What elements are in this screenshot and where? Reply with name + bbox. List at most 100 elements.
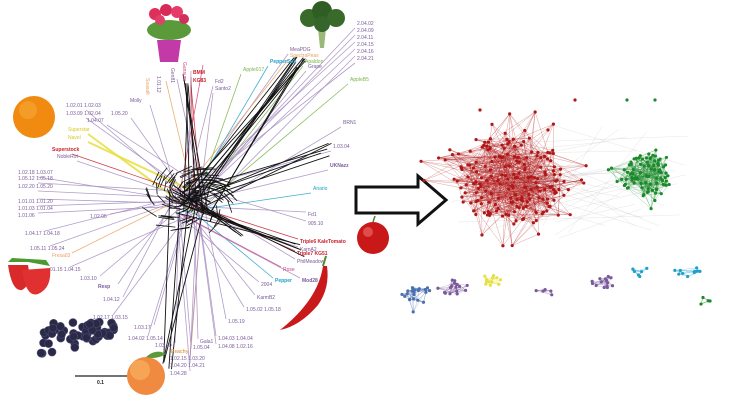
network-node — [479, 185, 482, 188]
network-node — [595, 284, 598, 287]
tree-label: 1.04.02 1.05.14 — [128, 336, 163, 342]
network-node — [607, 275, 610, 278]
network-node — [487, 210, 490, 213]
network-node — [664, 171, 667, 174]
network-edge — [559, 209, 641, 238]
network-node — [653, 159, 656, 162]
network-node — [537, 196, 540, 199]
network-node — [610, 167, 613, 170]
tree-label: Molly — [130, 98, 142, 104]
network-node — [541, 197, 544, 200]
network-node — [462, 200, 465, 203]
network-node — [553, 173, 556, 176]
network-node — [456, 179, 459, 182]
network-node — [609, 276, 612, 279]
network-node — [535, 219, 538, 222]
network-node — [580, 178, 583, 181]
network-node — [523, 129, 526, 132]
tree-label: KarnA2 — [300, 247, 317, 253]
network-node — [600, 280, 603, 283]
network-node — [528, 137, 531, 140]
network-node — [460, 166, 463, 169]
tree-label: 1.04.12 — [103, 297, 120, 303]
tree-label: Fd2 — [215, 79, 224, 85]
network-node — [476, 199, 479, 202]
network-node — [474, 213, 477, 216]
grape — [110, 324, 118, 332]
network-node — [475, 161, 478, 164]
network-node — [480, 233, 483, 236]
network-node — [436, 287, 439, 290]
network-node — [522, 207, 525, 210]
network-node — [503, 147, 506, 150]
network-node — [607, 168, 610, 171]
network-node — [466, 175, 469, 178]
network-node — [543, 188, 546, 191]
network-node — [505, 138, 508, 141]
network-node — [546, 157, 549, 160]
tree-label: 1.04.08 1.02.16 — [218, 344, 253, 350]
network-node — [466, 163, 469, 166]
network-node — [453, 178, 456, 181]
network-node — [549, 159, 552, 162]
network-node — [649, 167, 652, 170]
tree-label: 905.10 — [308, 221, 324, 227]
network-node — [642, 194, 645, 197]
network-node — [555, 178, 558, 181]
network-node — [474, 180, 477, 183]
network-nodes — [400, 98, 711, 313]
tree-label: 1.03.09 1.02.04 — [66, 111, 101, 117]
network-node — [466, 284, 469, 287]
network-node — [475, 191, 478, 194]
network-node — [547, 205, 550, 208]
network-node — [514, 193, 517, 196]
network-node — [496, 178, 499, 181]
grape — [71, 343, 79, 351]
network-node — [504, 132, 507, 135]
network-node — [454, 286, 457, 289]
network-node — [509, 197, 512, 200]
network-node — [499, 182, 502, 185]
network-node — [523, 163, 526, 166]
network-node — [424, 291, 427, 294]
network-node — [496, 207, 499, 210]
tree-core-branch — [184, 83, 188, 211]
grape — [58, 330, 66, 338]
grapes-icon — [37, 318, 118, 357]
network-node — [507, 187, 510, 190]
network-node — [514, 145, 517, 148]
network-node — [528, 197, 531, 200]
network-node — [489, 137, 492, 140]
network-node — [658, 170, 661, 173]
network-node — [482, 144, 485, 147]
network-node — [585, 164, 588, 167]
network-node — [497, 283, 500, 286]
network-node — [649, 156, 652, 159]
network-node — [537, 233, 540, 236]
tree-label: 1.01.12 — [155, 76, 161, 93]
network-node — [647, 175, 650, 178]
tree-label: 1.05.12 1.05.18 — [18, 176, 53, 182]
network-node — [516, 156, 519, 159]
network-node — [686, 275, 689, 278]
grape — [45, 340, 53, 348]
network-node — [542, 210, 545, 213]
network-node — [530, 175, 533, 178]
network-node — [469, 201, 472, 204]
tree-label: Apple017 — [243, 67, 264, 73]
network-node — [469, 150, 472, 153]
network-node — [551, 149, 554, 152]
network-node — [490, 160, 493, 163]
network-node — [448, 292, 451, 295]
network-node — [424, 288, 427, 291]
network-node — [485, 179, 488, 182]
network-node — [664, 163, 667, 166]
network-node — [543, 155, 546, 158]
network-node — [444, 292, 447, 295]
tree-core-edge — [228, 200, 232, 212]
network-node — [611, 284, 614, 287]
network-node — [488, 200, 491, 203]
strawberry-icon — [8, 258, 50, 295]
network-node — [557, 188, 560, 191]
